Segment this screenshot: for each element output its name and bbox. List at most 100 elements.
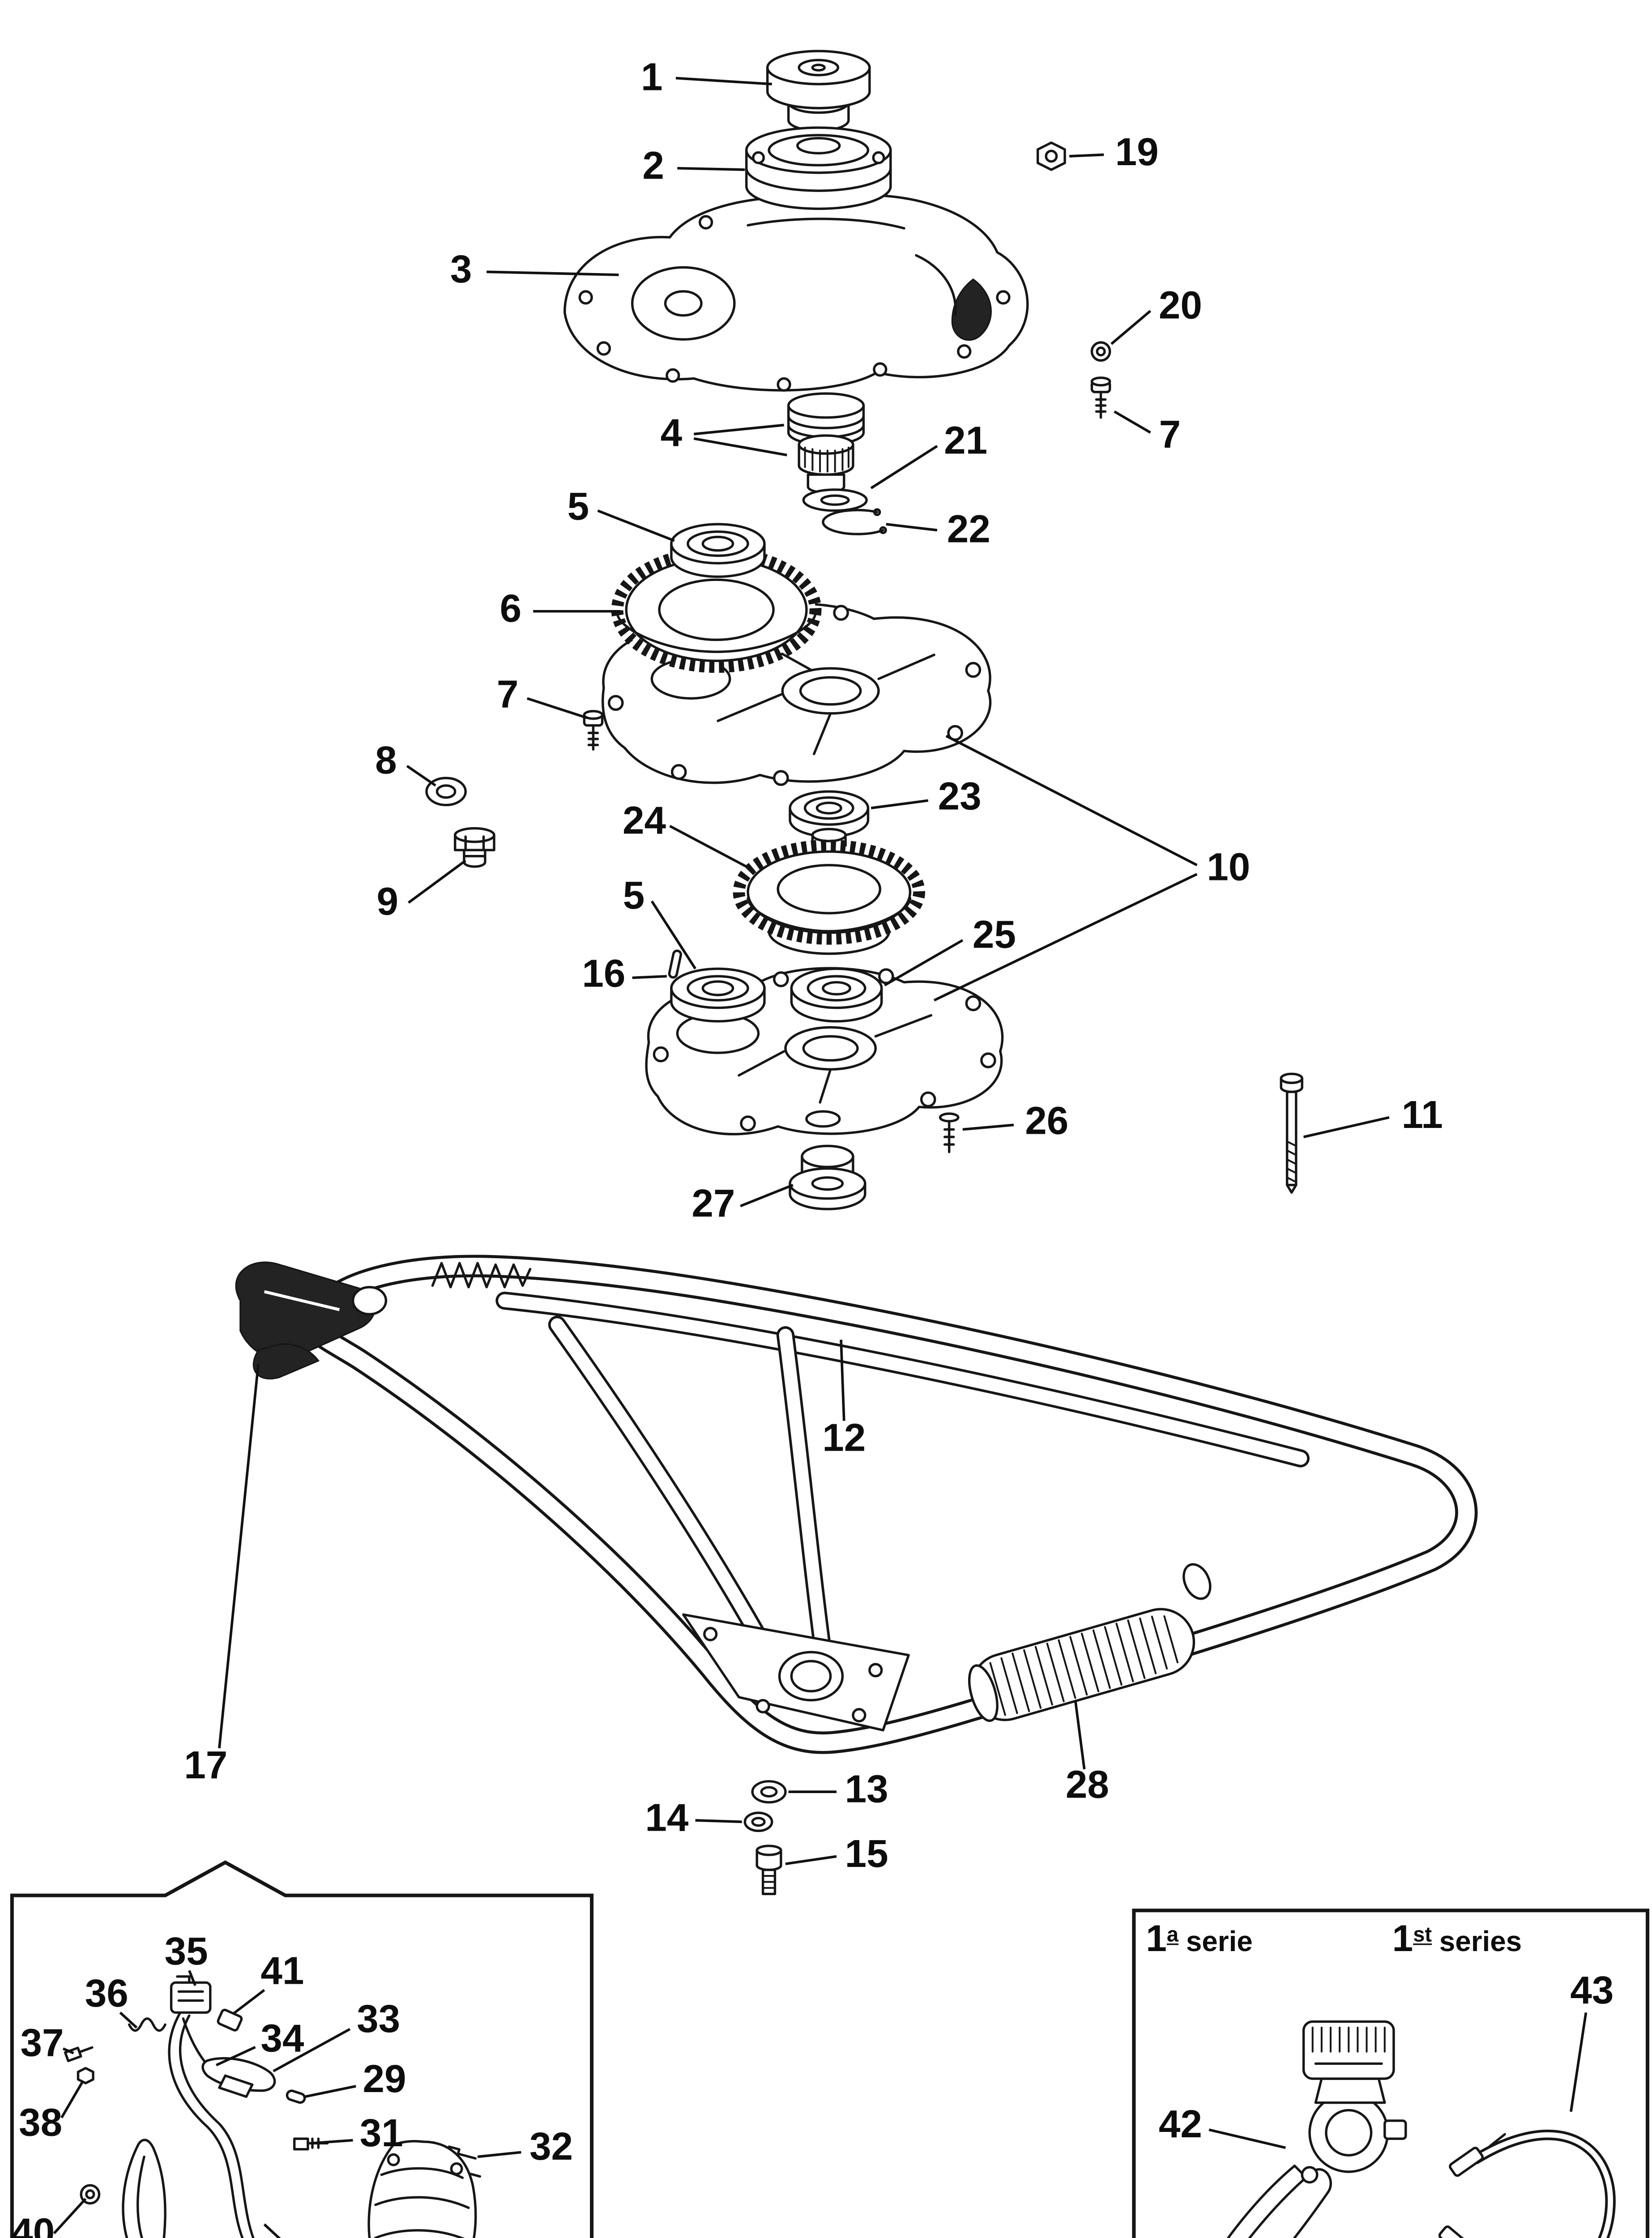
part-number-3: 3 — [450, 248, 472, 291]
leader-line-29 — [304, 2084, 356, 2098]
part-number-5a: 5 — [568, 485, 589, 528]
leader-line-22 — [886, 523, 938, 532]
leader-line-11 — [1303, 1116, 1390, 1138]
throttle-lever-on-frame — [235, 1261, 532, 1380]
part-number-9: 9 — [376, 880, 398, 923]
part-number-1: 1 — [641, 55, 663, 98]
part-number-24: 24 — [623, 799, 666, 842]
leader-line-17 — [218, 1363, 260, 1749]
part-16-pin — [668, 949, 682, 979]
part-number-40: 40 — [11, 2210, 55, 2238]
part-20-washer-small — [1090, 341, 1111, 362]
part-1-drum — [766, 50, 871, 132]
part-number-28: 28 — [1066, 1763, 1109, 1807]
part-number-32: 32 — [529, 2125, 573, 2168]
part-12-handlebar-frame — [302, 1255, 1478, 1754]
inset-throttle-detail — [10, 1860, 594, 2238]
leader-line-35 — [188, 1970, 196, 1986]
leader-line-41 — [232, 1989, 265, 2015]
leader-line-36 — [119, 2012, 138, 2029]
part-number-15: 15 — [845, 1832, 888, 1875]
series-english-sup: st — [1413, 1922, 1432, 1946]
leader-line-21 — [870, 445, 938, 489]
series-english-number: 1 — [1392, 1918, 1413, 1960]
part-number-19: 19 — [1115, 130, 1159, 174]
part-number-37: 37 — [20, 2021, 64, 2065]
part-24-gear-cluster — [733, 828, 925, 955]
part-13-washer — [751, 1780, 787, 1804]
part-7-bolt-left — [583, 710, 604, 751]
part-10-middle-housing — [602, 602, 992, 786]
part-number-12: 12 — [822, 1416, 866, 1459]
leader-line-40 — [53, 2198, 87, 2234]
part-11-long-bolt — [1280, 1072, 1303, 1194]
part-number-22: 22 — [947, 507, 990, 551]
leader-line-10 — [933, 873, 1198, 1002]
series-label-english: 1st series — [1392, 1918, 1522, 1961]
part-15-bolt — [756, 1845, 782, 1895]
spring-36 — [128, 2017, 166, 2032]
part-27-output-coupling — [789, 1145, 867, 1210]
leader-line-38 — [60, 2081, 84, 2118]
series-english-word: series — [1439, 1927, 1522, 1959]
leader-line-32 — [477, 2151, 521, 2158]
leader-line-43 — [1570, 2012, 1588, 2112]
part-number-42: 42 — [1159, 2102, 1202, 2146]
leader-line-15 — [785, 1855, 837, 1865]
leader-line-28 — [1074, 1700, 1086, 1770]
part-number-36: 36 — [85, 1972, 128, 2015]
leader-line-26a — [962, 1123, 1014, 1131]
part-3-gearbox-upper-cover — [563, 194, 1029, 392]
throttle-assembly-42 — [1226, 2020, 1407, 2238]
leader-line-14 — [695, 1819, 742, 1824]
leader-line-34 — [215, 2046, 256, 2067]
leader-line-42 — [1208, 2128, 1286, 2149]
part-28-foam-grip — [968, 1608, 1195, 1722]
leader-line-33 — [273, 2028, 351, 2072]
part-number-14: 14 — [645, 1796, 689, 1839]
part-number-20: 20 — [1159, 283, 1202, 327]
part-6-main-gear — [611, 547, 822, 673]
part-7-bolt-right — [1090, 376, 1111, 419]
part-25-bearing — [790, 967, 883, 1023]
part-number-6: 6 — [500, 587, 522, 630]
part-5-bearing-upper — [670, 523, 766, 578]
throttle-cable-43 — [1438, 2130, 1616, 2238]
part-number-34: 34 — [260, 2017, 304, 2060]
leader-line-37 — [62, 2047, 74, 2054]
part-10-lower-housing — [645, 967, 1004, 1136]
part-number-27: 27 — [692, 1182, 735, 1225]
leader-line-4 — [693, 437, 787, 457]
part-number-17: 17 — [184, 1743, 227, 1787]
part-21-washer — [802, 488, 868, 512]
part-number-23: 23 — [938, 775, 982, 818]
leader-line-3 — [487, 270, 619, 276]
part-number-21: 21 — [944, 419, 987, 462]
series-italian-number: 1 — [1146, 1918, 1167, 1960]
leader-line-5b — [650, 900, 696, 970]
part-22-circlip — [822, 508, 887, 535]
part-number-5b: 5 — [623, 874, 645, 917]
part-26-bolt-gearbox — [939, 1112, 960, 1153]
throttle-spring — [431, 1262, 532, 1289]
part-number-10: 10 — [1207, 845, 1250, 888]
part-number-41: 41 — [260, 1949, 304, 1993]
leader-line-20 — [1110, 310, 1152, 345]
part-23-bearing — [789, 790, 870, 838]
part-number-38: 38 — [19, 2101, 62, 2144]
switch-block — [170, 1975, 212, 2014]
part-number-7b: 7 — [497, 672, 519, 716]
part-number-29: 29 — [363, 2057, 406, 2101]
part-number-16: 16 — [582, 952, 625, 995]
pin-29 — [286, 2089, 306, 2104]
part-number-33: 33 — [357, 1997, 400, 2041]
part-number-31: 31 — [360, 2111, 403, 2155]
part-2-clutch-housing — [745, 126, 892, 210]
part-number-25: 25 — [973, 913, 1016, 956]
part-number-11: 11 — [1402, 1093, 1443, 1136]
leader-line-12 — [840, 1340, 845, 1421]
